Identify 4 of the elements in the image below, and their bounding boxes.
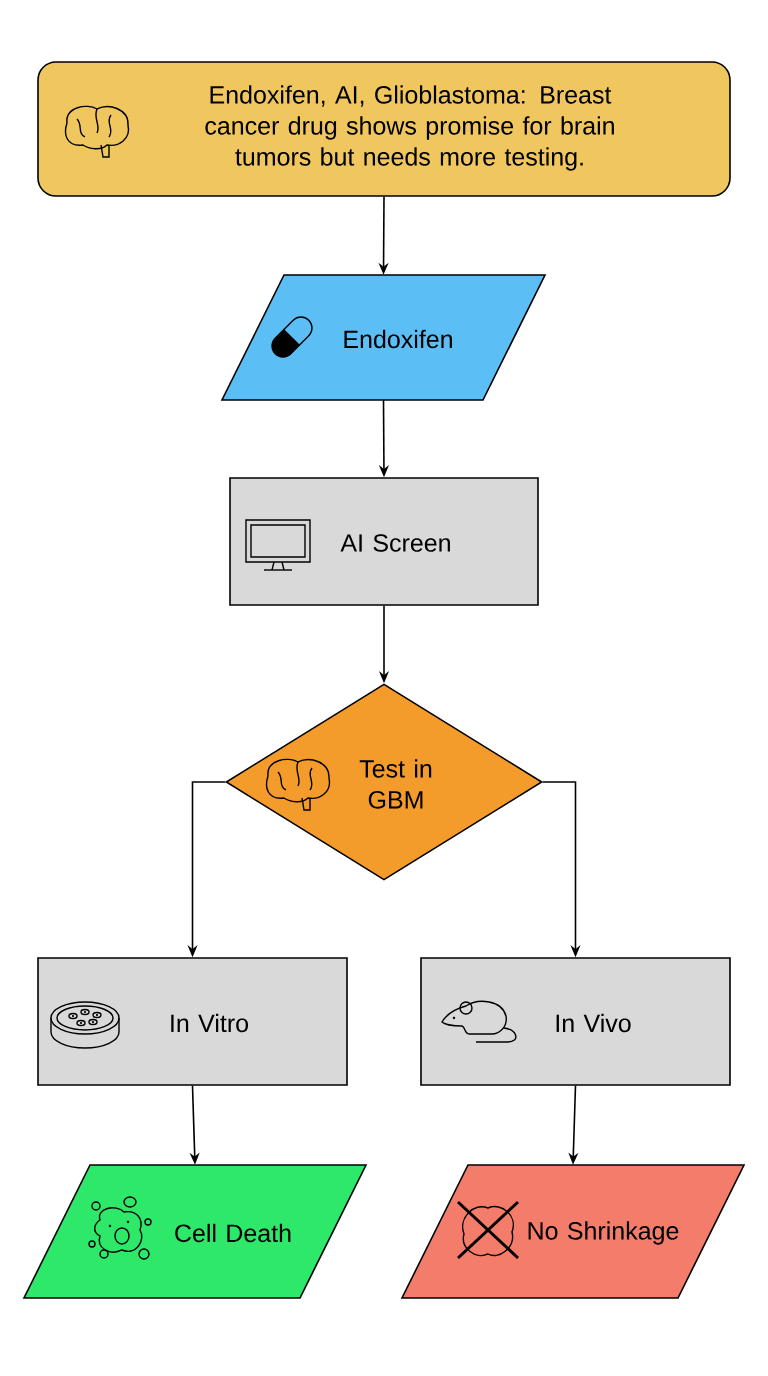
process-box: In Vivo — [420, 957, 731, 1086]
title-box: Endoxifen, AI, Glioblastoma: Breast cancer drug shows promise for brain tumors but needs more testing. — [37, 61, 731, 197]
process-box: AI Screen — [229, 477, 539, 606]
process-box: In Vitro — [37, 957, 348, 1086]
